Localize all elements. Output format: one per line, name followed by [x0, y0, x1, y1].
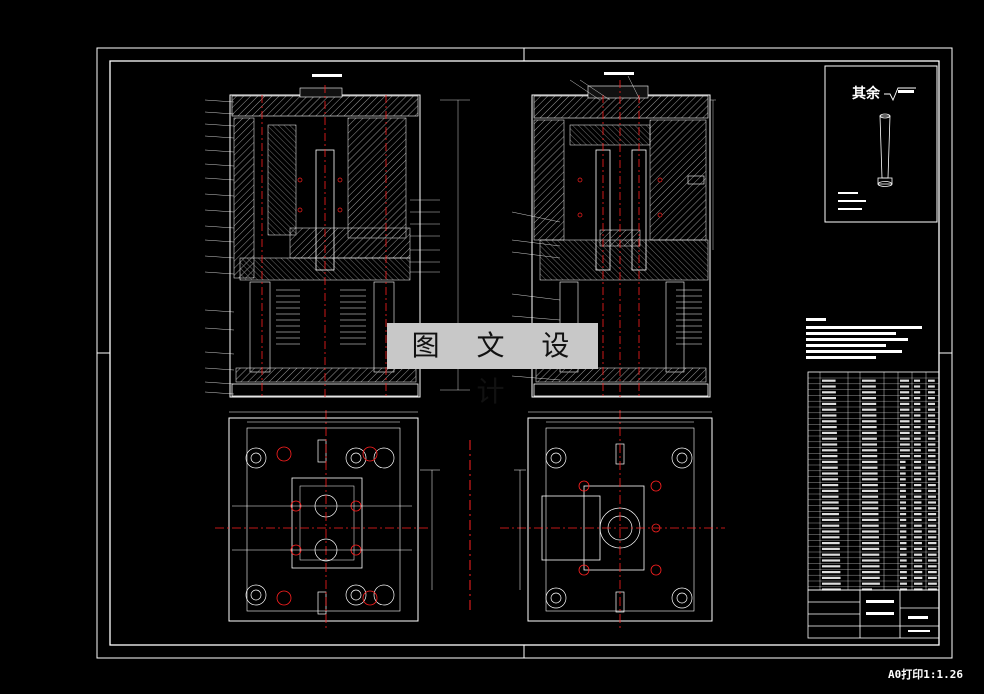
left-plan-view: [215, 410, 440, 628]
watermark-banner: 图 文 设 计: [387, 323, 598, 408]
left-section-view: [204, 74, 470, 400]
roughness-note: 其余: [852, 86, 880, 102]
right-section-view: [511, 72, 716, 400]
technical-notes: [806, 318, 922, 359]
title-block: [807, 589, 940, 639]
right-plan-view: [500, 410, 725, 628]
part-detail-view: [824, 65, 938, 223]
drawing-frame: [96, 47, 953, 659]
parts-list-table: [807, 371, 940, 591]
print-scale-note: A0打印1:1.26: [888, 668, 963, 681]
